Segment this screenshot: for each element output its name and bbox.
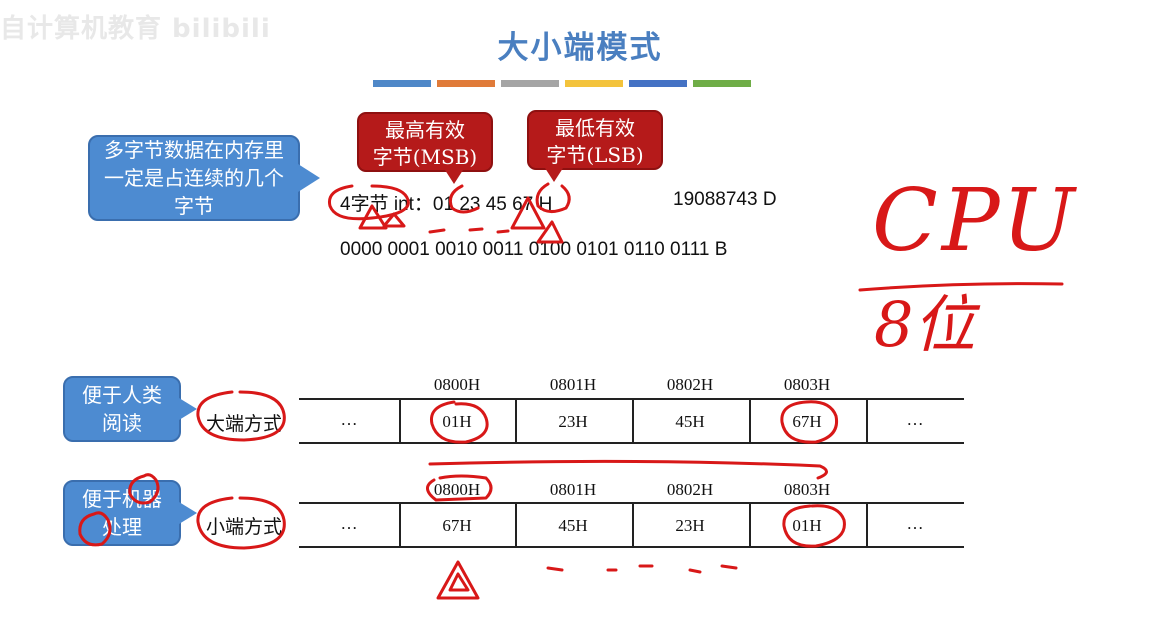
big-endian-memory-table: [299, 398, 964, 444]
little-endian-divider: [749, 502, 751, 546]
big-endian-label: 大端方式: [206, 413, 283, 435]
binary-value-line: 0000 0001 0010 0011 0100 0101 0110 0111 …: [340, 239, 728, 260]
callout-lsb-tail-icon: [545, 168, 563, 182]
callout-msb-tail-icon: [445, 170, 463, 184]
big-endian-cell: …: [906, 410, 924, 429]
little-endian-cell: 01H: [792, 516, 822, 535]
big-endian-cell: 23H: [558, 412, 588, 431]
little-endian-address-1: 0801H: [549, 480, 597, 499]
little-endian-cell: 23H: [675, 516, 705, 535]
little-endian-address-0: 0800H: [433, 480, 481, 499]
big-endian-divider: [866, 398, 868, 442]
little-endian-divider: [632, 502, 634, 546]
little-endian-divider: [515, 502, 517, 546]
ink-dash-2: [468, 227, 484, 232]
big-endian-divider: [515, 398, 517, 442]
little-endian-label: 小端方式: [206, 516, 283, 538]
little-endian-address-2: 0802H: [666, 480, 714, 499]
color-bar-4: [565, 80, 623, 87]
ink-dash-8: [720, 564, 738, 570]
callout-msb-line2: 字节(MSB): [372, 145, 478, 169]
little-endian-divider: [399, 502, 401, 546]
callout-lsb: 最低有效 字节(LSB): [527, 110, 663, 182]
big-endian-address-2: 0802H: [666, 375, 714, 394]
callout-lsb-line1: 最低有效: [555, 116, 635, 140]
little-endian-cell: …: [340, 514, 358, 533]
watermark: 自计算机教育 bilibili: [0, 14, 271, 44]
big-endian-divider: [399, 398, 401, 442]
ink-triangle-5: [436, 560, 480, 600]
little-endian-cell: 67H: [442, 516, 472, 535]
ink-dash-4: [546, 566, 564, 572]
big-endian-cell: 67H: [792, 412, 822, 431]
callout-lsb-line2: 字节(LSB): [546, 143, 644, 167]
big-endian-cell: 45H: [675, 412, 705, 431]
big-endian-divider: [632, 398, 634, 442]
color-bar-2: [437, 80, 495, 87]
callout-human-text: 便于人类阅读: [82, 383, 162, 435]
callout-machine-text: 便于机器处理: [82, 487, 162, 539]
big-endian-cell: 01H: [442, 412, 472, 431]
callout-human-arrow-icon: [179, 398, 197, 420]
callout-machine-arrow-icon: [179, 502, 197, 524]
handwritten-cpu: CPU: [872, 171, 1079, 271]
little-endian-cell: 45H: [558, 516, 588, 535]
big-endian-divider: [749, 398, 751, 442]
callout-machine: 便于机器处理: [63, 480, 197, 546]
little-endian-cell: …: [906, 514, 924, 533]
big-endian-cell: …: [340, 410, 358, 429]
decimal-value-line: 19088743 D: [673, 189, 777, 210]
color-bar-6: [693, 80, 751, 87]
big-endian-address-3: 0803H: [783, 375, 831, 394]
callout-msb: 最高有效 字节(MSB): [357, 112, 493, 184]
callout-human: 便于人类阅读: [63, 376, 197, 442]
callout-multi-byte: 多字节数据在内存里一定是占连续的几个字节: [88, 135, 320, 221]
callout-multi-byte-text: 多字节数据在内存里一定是占连续的几个字节: [104, 138, 284, 218]
hex-value-line: 4字节 int：01 23 45 67 H: [340, 194, 553, 215]
little-endian-address-3: 0803H: [783, 480, 831, 499]
handwritten-8bit: 8位: [874, 288, 976, 361]
big-endian-address-1: 0801H: [549, 375, 597, 394]
ink-dash-1: [428, 228, 446, 234]
callout-msb-line1: 最高有效: [385, 118, 465, 142]
color-bar-3: [501, 80, 559, 87]
little-endian-memory-table: [299, 502, 964, 548]
ink-connector-line: [428, 459, 828, 480]
big-endian-address-0: 0800H: [433, 375, 481, 394]
ink-triangle-6: [448, 572, 470, 592]
slide-title: 大小端模式: [497, 30, 663, 66]
ink-dash-3: [496, 229, 510, 234]
callout-arrow-icon: [298, 164, 320, 192]
color-bar-5: [629, 80, 687, 87]
color-bar-1: [373, 80, 431, 87]
ink-dash-7: [688, 568, 702, 574]
little-endian-divider: [866, 502, 868, 546]
